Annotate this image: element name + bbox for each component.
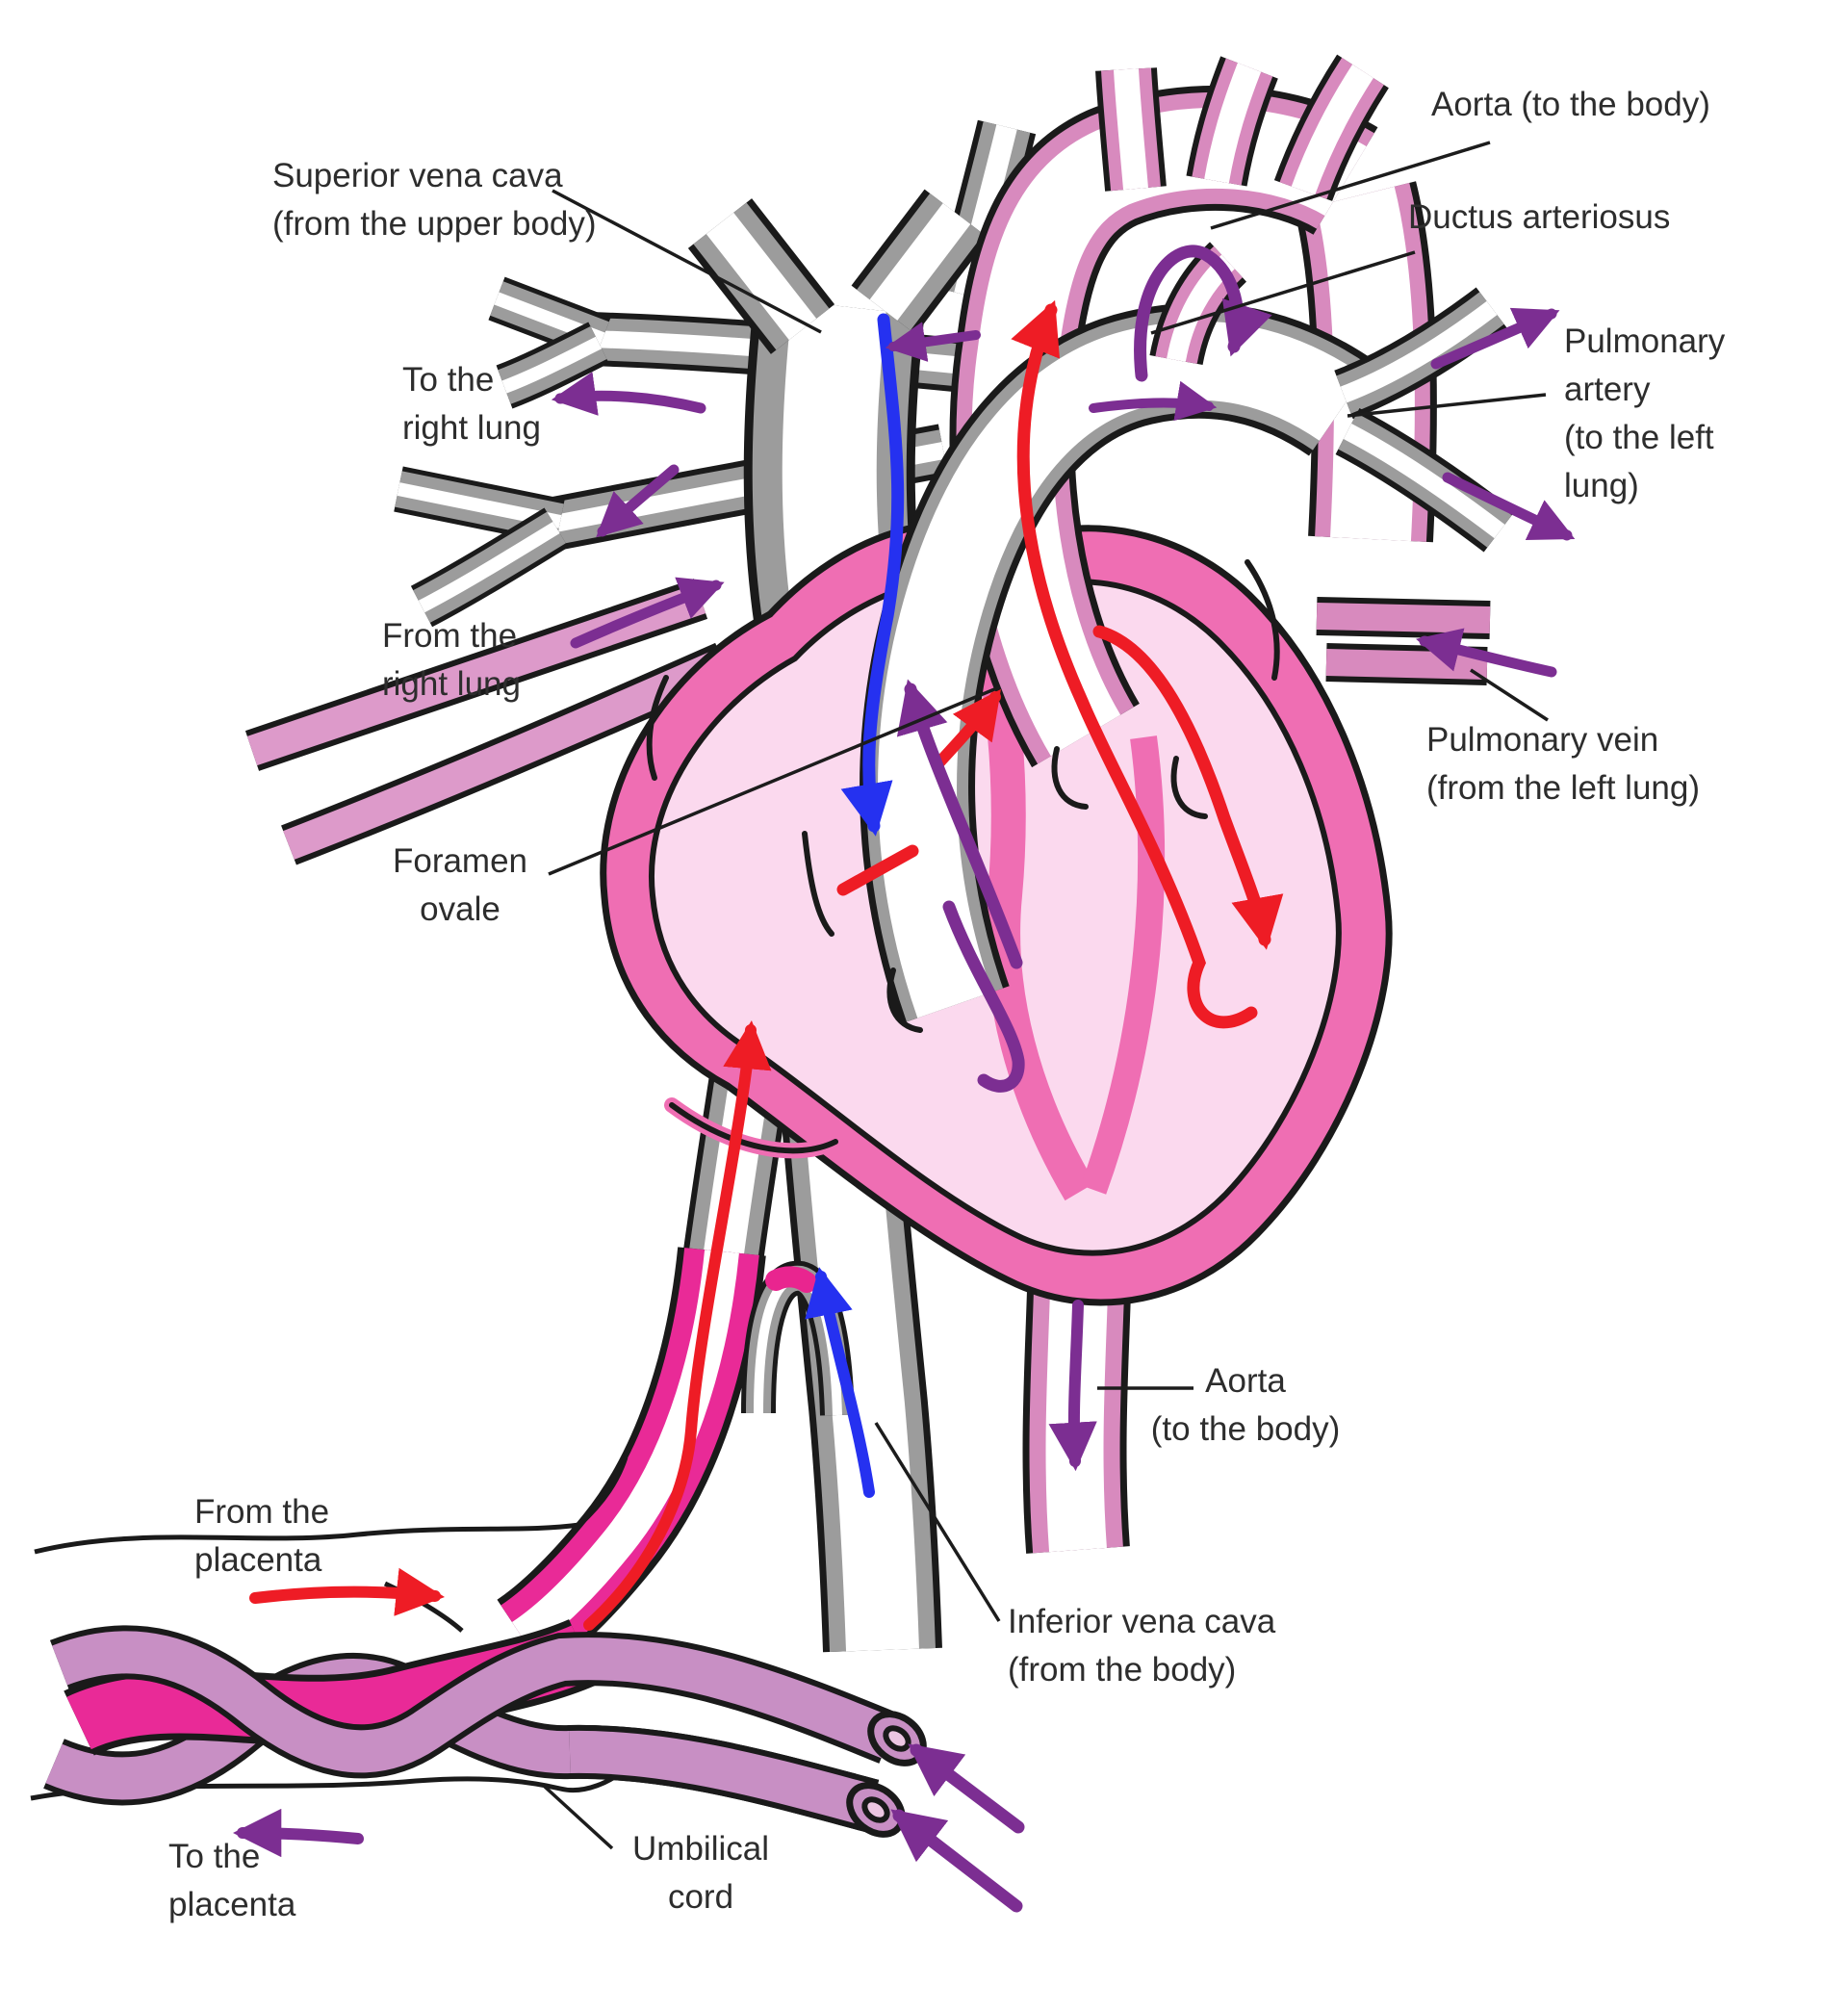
label-umbilical-cord: Umbilical cord [632, 1830, 769, 1916]
aortic-valve-curl [1051, 746, 1089, 810]
tricuspid-fold-line [669, 1102, 838, 1154]
leader-lines [543, 141, 1549, 1850]
descending-aorta-flow-arrow [1048, 1300, 1097, 1472]
aorta-outflow-arrow [1011, 299, 1258, 1029]
leader-superior-vena-cava [552, 189, 822, 334]
label-from-right-lung: From the right lung [382, 617, 521, 703]
to-right-lung-arrow-upper [551, 372, 706, 416]
vessel-fork-hairpin [758, 1276, 837, 1415]
from-placenta-arrow [249, 1567, 446, 1616]
leader-pulmonary-vein [1470, 668, 1549, 722]
umbilical-vein-flow-arrow [583, 1019, 772, 1631]
label-aorta-to-body-bottom: Aorta (to the body) [1150, 1362, 1341, 1448]
heart-detail-strokes [646, 559, 1280, 1159]
leader-pulmonary-artery [1347, 393, 1547, 418]
label-pulmonary-artery: Pulmonary artery (to the left lung) [1564, 322, 1726, 504]
to-right-lung-arrow-lower [596, 464, 680, 538]
left-ventricle-inflow-arrow [1092, 625, 1284, 950]
label-pulmonary-vein: Pulmonary vein (from the left lung) [1426, 721, 1700, 807]
leader-foramen-ovale [548, 685, 1000, 876]
to-left-lung-arrow-lower [1442, 472, 1576, 541]
leader-umbilical-cord [543, 1785, 614, 1850]
from-right-lung-arrow [570, 577, 725, 649]
left-atrium-fold-line [1245, 559, 1280, 681]
mitral-valve-curl [1170, 756, 1208, 819]
leader-aorta-top [1210, 141, 1491, 230]
label-to-right-lung: To the right lung [402, 361, 541, 447]
label-foramen-ovale: Foramen ovale [392, 842, 528, 928]
label-ductus-arteriosus: Ductus arteriosus [1408, 198, 1671, 236]
pulmonary-valve-curl [886, 967, 923, 1033]
label-aorta-to-body-top: Aorta (to the body) [1431, 86, 1710, 123]
umbilical-artery-arrow-1 [908, 1743, 1025, 1834]
left-pulmonary-veins [1317, 616, 1490, 666]
svc-flow-arrow [840, 313, 905, 837]
cord-sheath-top-line [34, 1457, 629, 1555]
to-left-lung-arrow-upper [1430, 307, 1560, 370]
label-superior-vena-cava: Superior vena cava (from the upper body) [272, 157, 597, 243]
right-atrium-appendage-line [646, 675, 669, 781]
ivc-flow-arrow [805, 1267, 875, 1498]
flow-arrows [232, 245, 1576, 1913]
left-pulmonary-vein-arrow [1416, 628, 1557, 678]
label-to-placenta: To the placenta [168, 1838, 296, 1923]
leader-ductus-arteriosus [1150, 250, 1416, 335]
left-pulmonary-artery-arrow [1089, 380, 1218, 422]
umbilical-cord-group [31, 1457, 927, 1838]
label-inferior-vena-cava: Inferior vena cava (from the body) [1008, 1603, 1276, 1689]
foramen-ovale-flow-arrow [934, 688, 1001, 768]
label-from-placenta: From the placenta [194, 1493, 330, 1579]
interventricular-septum [1080, 735, 1166, 1195]
leader-inferior-vena-cava [874, 1422, 1001, 1622]
ductus-arteriosus-flow-arrow [1134, 245, 1272, 382]
right-ventricle-inflow-arrow [942, 900, 1025, 1093]
foramen-ovale-flow-bar [836, 844, 919, 896]
right-atrium-fold-line [802, 831, 834, 937]
to-placenta-arrow [232, 1808, 364, 1858]
right-pulmonary-artery-arrow [885, 322, 981, 362]
umbilical-artery-arrow-2 [890, 1809, 1023, 1913]
